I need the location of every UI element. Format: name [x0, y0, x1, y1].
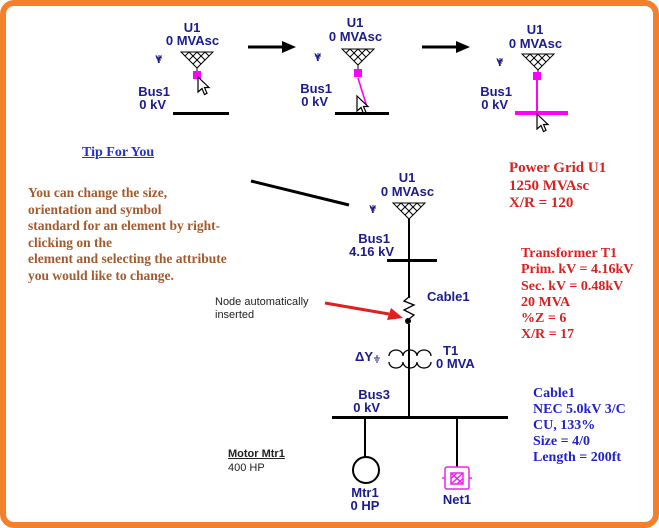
- xfmr-id-label: T1: [443, 343, 459, 358]
- connector-line: [456, 419, 458, 467]
- tip-line: standard for an element by right-: [28, 218, 221, 233]
- callout-line: X/R = 17: [521, 327, 575, 343]
- power-grid-callout: Power Grid U1 1250 MVAsc X/R = 120: [509, 160, 606, 213]
- callout-line: %Z = 6: [521, 311, 567, 327]
- bus3-bar[interactable]: [332, 416, 508, 419]
- bus-id-label: Bus1: [138, 84, 170, 99]
- cable-id-label: Cable1: [427, 289, 470, 304]
- tip-line: You can change the size,: [28, 185, 168, 200]
- callout-line: 20 MVA: [521, 294, 571, 310]
- network-symbol[interactable]: [442, 465, 472, 493]
- drag-connection-line: [357, 77, 368, 108]
- bus-kv-label: 0 kV: [139, 97, 166, 112]
- bus1-bar[interactable]: [387, 259, 437, 262]
- motor-id-label: Mtr1: [351, 485, 379, 500]
- cable-callout: Cable1 NEC 5.0kV 3/C CU, 133% Size = 4/0…: [533, 386, 626, 466]
- motor-note-value: 400 HP: [228, 462, 265, 474]
- mouse-cursor-icon: [197, 75, 211, 96]
- connection-handle[interactable]: [354, 69, 362, 77]
- transformer-callout: Transformer T1 Prim. kV = 4.16kV Sec. kV…: [521, 246, 633, 344]
- connection-handle[interactable]: [533, 72, 541, 80]
- power-grid-symbol[interactable]: [391, 201, 427, 227]
- tip-line: you would like to change.: [28, 267, 174, 283]
- node-note-line2: inserted: [215, 309, 255, 321]
- callout-line: NEC 5.0kV 3/C: [533, 402, 626, 417]
- callout-line: CU, 133%: [533, 418, 596, 433]
- tip-line: orientation and symbol: [28, 201, 162, 217]
- red-arrow-icon: [324, 301, 403, 320]
- callout-title: Power Grid U1: [509, 160, 607, 176]
- source-rating-label: 0 MVAsc: [328, 29, 383, 44]
- wye-ground-icon: Y: [369, 204, 377, 216]
- connector-line: [364, 419, 366, 457]
- motor-symbol[interactable]: [352, 456, 380, 484]
- power-grid-symbol[interactable]: [179, 50, 215, 76]
- wye-ground-icon: Y: [496, 57, 504, 69]
- callout-line: Sec. kV = 0.48kV: [521, 278, 624, 294]
- source-id-label: U1: [346, 15, 364, 30]
- bus-bar[interactable]: [173, 112, 229, 115]
- node-note-line1: Node automatically: [215, 296, 309, 308]
- xfmr-rating-label: 0 MVA: [436, 356, 475, 371]
- callout-line: Length = 200ft: [533, 450, 622, 465]
- step-arrow-icon: [248, 41, 296, 53]
- tip-title: Tip For You: [82, 145, 155, 160]
- power-grid-symbol[interactable]: [520, 52, 556, 78]
- source-id-label: U1: [398, 170, 416, 185]
- bus1-kv-label: 4.16 kV: [349, 244, 394, 259]
- tip-line: element and selecting the attribute: [28, 251, 227, 266]
- callout-title: Transformer T1: [521, 246, 618, 261]
- motor-rating-label: 0 HP: [350, 498, 380, 513]
- bus3-id-label: Bus3: [358, 387, 390, 402]
- connector-line: [408, 324, 410, 416]
- source-rating-label: 0 MVAsc: [165, 33, 220, 48]
- source-rating-label: 0 MVAsc: [380, 184, 435, 199]
- callout-line: Prim. kV = 4.16kV: [521, 262, 634, 278]
- connection-handle[interactable]: [193, 71, 201, 79]
- connector-line: [408, 219, 410, 260]
- wye-ground-icon: Y: [155, 54, 163, 66]
- connection-line: [536, 80, 538, 112]
- delta-wye-icon: ΔY: [355, 349, 381, 364]
- bus-kv-label: 0 kV: [301, 94, 328, 109]
- bus-id-label: Bus1: [300, 81, 332, 96]
- bus-bar-selected[interactable]: [515, 111, 568, 115]
- source-id-label: U1: [183, 20, 201, 35]
- bus1-id-label: Bus1: [358, 231, 390, 246]
- step-arrow-icon: [422, 41, 470, 53]
- callout-line: X/R = 120: [509, 195, 574, 211]
- motor-note-title: Motor Mtr1: [228, 448, 285, 460]
- tip-line: clicking on the: [28, 234, 113, 250]
- tip-body: You can change the size, orientation and…: [28, 185, 227, 284]
- wye-ground-icon: Y: [314, 52, 322, 64]
- source-id-label: U1: [526, 22, 544, 37]
- transformer-symbol[interactable]: [384, 342, 436, 378]
- bus3-kv-label: 0 kV: [353, 400, 380, 415]
- auto-node[interactable]: [405, 318, 411, 324]
- bus-kv-label: 0 kV: [481, 97, 508, 112]
- network-id-label: Net1: [442, 492, 472, 507]
- mouse-cursor-icon: [536, 112, 550, 133]
- bus-bar[interactable]: [335, 112, 389, 115]
- callout-line: Size = 4/0: [533, 434, 590, 449]
- bus-id-label: Bus1: [480, 84, 512, 99]
- connector-line: [408, 262, 410, 298]
- callout-line: 1250 MVAsc: [509, 177, 590, 194]
- tip-leader-line: [250, 179, 350, 207]
- callout-title: Cable1: [533, 386, 575, 401]
- source-rating-label: 0 MVAsc: [508, 36, 563, 51]
